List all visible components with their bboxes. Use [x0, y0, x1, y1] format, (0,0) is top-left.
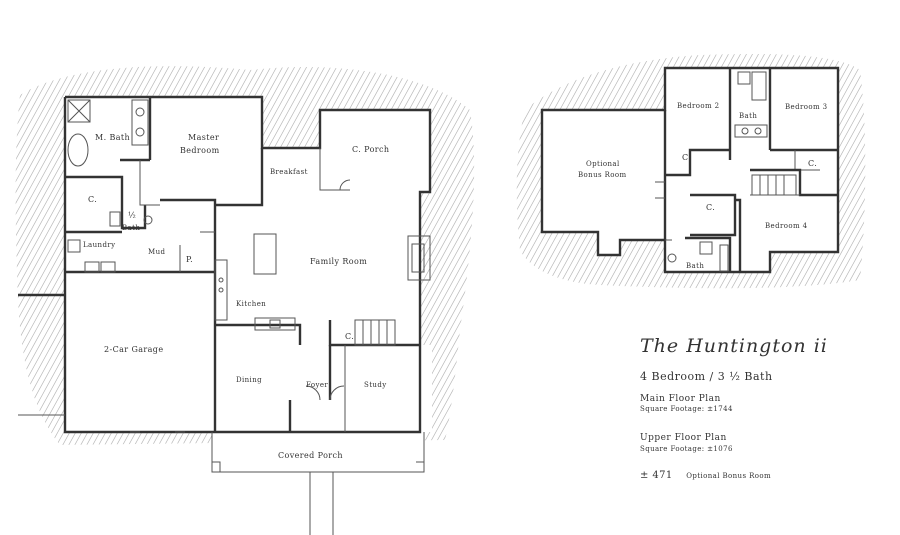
room-label-study: Study	[364, 381, 387, 389]
room-label-closet-main: C.	[88, 195, 97, 204]
room-label-closet-stair: C.	[345, 332, 354, 341]
room-label-half-bath-2: Bath	[122, 224, 140, 232]
room-label-kitchen: Kitchen	[236, 300, 266, 308]
main-floor-plan	[18, 95, 432, 535]
main-floor-title: Main Floor Plan	[640, 394, 721, 404]
bed-bath-summary: 4 Bedroom / 3 ½ Bath	[640, 370, 773, 383]
room-label-closet-bed3: C.	[808, 159, 817, 168]
room-label-bath-lower: Bath	[686, 262, 704, 270]
room-label-dining: Dining	[236, 376, 262, 384]
upper-floor-title: Upper Floor Plan	[640, 433, 727, 443]
room-label-pantry: P.	[186, 255, 193, 264]
room-label-closet-hall: C.	[706, 203, 715, 212]
room-label-mud: Mud	[148, 248, 165, 256]
bonus-room-info: ± 471 Optional Bonus Room	[640, 470, 771, 481]
room-label-closet-bed2: C.	[682, 153, 691, 162]
room-label-bonus-1: Optional	[586, 160, 620, 168]
room-label-foyer: Foyer	[306, 381, 328, 389]
room-label-bonus-2: Bonus Room	[578, 171, 627, 179]
room-label-bedroom-3: Bedroom 3	[785, 103, 827, 111]
room-label-half-bath-1: ½	[128, 211, 136, 220]
room-label-master-1: Master	[188, 133, 219, 142]
room-label-master-2: Bedroom	[180, 146, 220, 155]
room-label-family-room: Family Room	[310, 257, 367, 266]
room-label-laundry: Laundry	[83, 241, 115, 249]
room-label-breakfast: Breakfast	[270, 168, 308, 176]
room-label-bath-upper: Bath	[739, 112, 757, 120]
room-label-covered-porch: Covered Porch	[278, 451, 343, 460]
room-label-bedroom-2: Bedroom 2	[677, 102, 719, 110]
bonus-room-label: Optional Bonus Room	[686, 472, 772, 480]
room-label-garage: 2-Car Garage	[104, 345, 163, 354]
plan-title: The Huntington ii	[640, 335, 828, 357]
upper-floor-sqft: Square Footage: ±1076	[640, 445, 733, 453]
room-label-bedroom-4: Bedroom 4	[765, 222, 808, 230]
bonus-room-sqft: ± 471	[640, 470, 673, 481]
main-floor-sqft: Square Footage: ±1744	[640, 405, 733, 413]
upper-floor-plan	[540, 66, 840, 274]
room-labels: M. Bath Master Bedroom Breakfast C. Porc…	[83, 102, 827, 460]
room-label-c-porch: C. Porch	[352, 145, 389, 154]
room-label-m-bath: M. Bath	[95, 133, 130, 142]
